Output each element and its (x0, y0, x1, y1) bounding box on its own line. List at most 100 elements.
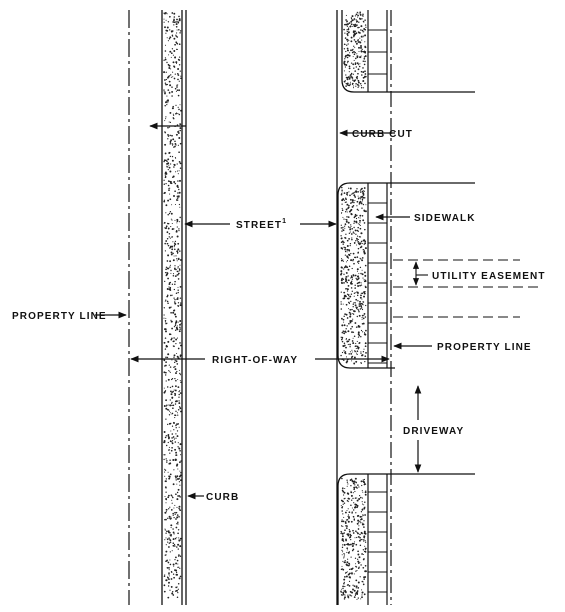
stipple-dot (164, 486, 167, 488)
stipple-dot (350, 252, 352, 254)
stipple-dot (165, 405, 167, 407)
stipple-dot (179, 286, 182, 288)
stipple-dot (165, 380, 167, 382)
stipple-dot (164, 436, 167, 439)
stipple-dot (345, 328, 347, 330)
stipple-dot (360, 272, 362, 275)
stipple-dot (167, 340, 170, 343)
stipple-dot (358, 203, 361, 205)
stipple-dot (362, 322, 365, 325)
stipple-dot (346, 21, 348, 23)
stipple-dot (354, 195, 356, 198)
stipple-dot (172, 514, 174, 516)
stipple-dot (179, 216, 181, 218)
stipple-dot (351, 357, 353, 359)
stipple-dot (341, 538, 344, 541)
stipple-dot (342, 243, 344, 245)
middle-curb-block (337, 182, 475, 369)
stipple-dot (170, 320, 173, 323)
stipple-dot (168, 542, 171, 544)
stipple-dot (358, 311, 360, 313)
stipple-dot (356, 531, 358, 534)
stipple-dot (177, 321, 179, 323)
stipple-dot (342, 297, 345, 300)
stipple-dot (168, 404, 170, 406)
stipple-dot (170, 571, 173, 573)
stipple-dot (177, 267, 179, 269)
stipple-dot (352, 588, 354, 591)
stipple-dot (347, 583, 349, 586)
stipple-dot (172, 21, 175, 23)
stipple-dot (356, 569, 358, 572)
stipple-dot (363, 481, 366, 484)
stipple-dot (176, 491, 179, 494)
stipple-dot (179, 142, 182, 145)
stipple-dot (363, 333, 366, 336)
stipple-dot (358, 525, 360, 527)
stipple-dot (356, 256, 359, 258)
stipple-dot (363, 504, 365, 506)
stipple-dot (352, 310, 355, 312)
stipple-dot (341, 317, 343, 320)
stipple-dot (173, 366, 175, 369)
stipple-dot (179, 206, 181, 208)
stipple-dot (358, 273, 360, 275)
stipple-dot (177, 409, 180, 411)
stipple-dot (355, 13, 358, 16)
stipple-dot (177, 588, 179, 590)
stipple-dot (351, 51, 354, 54)
stipple-dot (171, 446, 173, 449)
stipple-dot (169, 286, 172, 289)
stipple-dot (167, 561, 170, 564)
stipple-dot (164, 454, 166, 456)
stipple-dot (348, 353, 350, 355)
stipple-dot (174, 359, 176, 361)
stipple-dot (341, 351, 344, 354)
stipple-dot (355, 587, 357, 589)
stipple-dot (349, 76, 352, 78)
stipple-dot (358, 217, 360, 219)
stipple-dot (177, 78, 179, 81)
stipple-dot (345, 85, 347, 87)
stipple-dot (362, 80, 364, 82)
stipple-dot (348, 562, 351, 565)
stipple-dot (360, 70, 363, 73)
stipple-dot (165, 266, 168, 269)
stipple-dot (163, 159, 166, 162)
stipple-dot (357, 81, 360, 84)
stipple-dot (341, 189, 343, 191)
stipple-dot (177, 84, 179, 86)
stipple-dot (176, 352, 178, 355)
stipple-dot (343, 199, 345, 201)
stipple-dot (362, 36, 364, 38)
stipple-dot (359, 41, 362, 44)
stipple-dot (356, 53, 358, 55)
stipple-dot (172, 345, 175, 347)
stipple-dot (345, 261, 348, 263)
stipple-dot (167, 254, 170, 257)
stipple-dot (171, 34, 174, 37)
stipple-dot (359, 521, 361, 523)
stipple-dot (357, 195, 359, 197)
stipple-dot (358, 224, 361, 226)
stipple-dot (169, 91, 171, 93)
stipple-dot (356, 598, 358, 601)
stipple-dot (341, 487, 344, 490)
stipple-dot (360, 522, 362, 524)
stipple-dot (346, 549, 348, 551)
stipple-dot (356, 315, 358, 318)
stipple-dot (354, 537, 356, 539)
stipple-dot (165, 502, 167, 504)
stipple-dot (180, 75, 182, 77)
stipple-dot (341, 212, 343, 214)
stipple-dot (178, 80, 180, 82)
stipple-dot (347, 216, 350, 218)
stipple-dot (176, 430, 179, 432)
stipple-dot (349, 594, 351, 597)
stipple-dot (175, 133, 178, 136)
stipple-dot (349, 198, 352, 201)
stipple-dot (164, 319, 167, 322)
stipple-dot (176, 514, 179, 516)
stipple-dot (361, 497, 364, 499)
stipple-dot (349, 52, 351, 54)
